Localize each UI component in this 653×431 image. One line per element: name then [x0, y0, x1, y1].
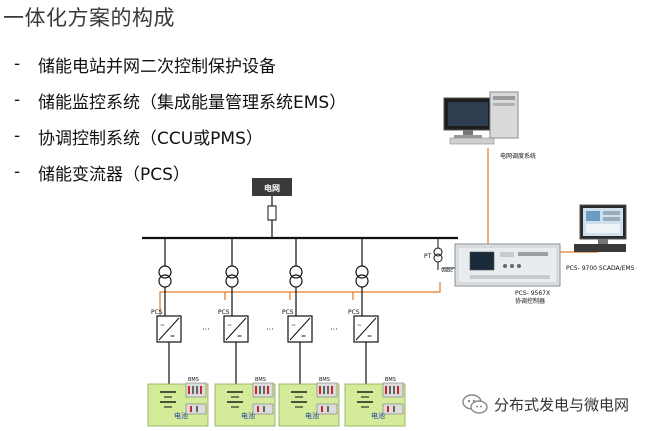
list-item: -储能变流器（PCS） [14, 154, 346, 190]
battery-label: 电池 [241, 411, 255, 420]
scada-label: PCS- 9700 SCADA/EMS [566, 265, 635, 272]
svg-text:~: ~ [357, 322, 362, 329]
svg-text:~: ~ [227, 322, 232, 329]
page-title: 一体化方案的构成 [3, 6, 175, 30]
branch-2: ~ = PCS 电池 BMS [214, 238, 276, 427]
ellipsis-1: ··· [202, 325, 210, 334]
bms-label: BMS [385, 377, 396, 383]
svg-text:~: ~ [160, 322, 165, 329]
list-item-text: 协调控制系统（CCU或PMS） [38, 128, 263, 149]
list-item: -储能电站并网二次控制保护设备 [14, 46, 346, 82]
coordinated-controller-device: PCS- 9567X 协调控制器 [454, 243, 561, 305]
svg-text:=: = [170, 333, 175, 340]
vabc-label: Vabc [441, 268, 453, 274]
grid-label: 电网 [264, 183, 280, 193]
controller-model-label: PCS- 9567X [515, 290, 550, 297]
wechat-icon [462, 394, 488, 414]
svg-text:=: = [301, 333, 306, 340]
battery-label: 电池 [305, 411, 319, 420]
pcs-label: PCS [218, 309, 230, 316]
dispatch-label: 电网调度系统 [500, 152, 536, 160]
pcs-label: PCS [348, 309, 360, 316]
list-item: -储能监控系统（集成能量管理系统EMS） [14, 82, 346, 118]
bullet-marker: - [14, 54, 21, 74]
ellipsis-2: ··· [266, 325, 274, 334]
branch-1: ~ = PCS 电池 BMS [147, 238, 209, 427]
svg-text:=: = [367, 333, 372, 340]
scada-workstation-icon: PCS- 9700 SCADA/EMS [566, 204, 635, 272]
bms-label: BMS [319, 377, 330, 383]
svg-text:~: ~ [291, 322, 296, 329]
svg-text:=: = [237, 333, 242, 340]
list-item-text: 储能变流器（PCS） [38, 164, 190, 185]
battery-label: 电池 [174, 411, 188, 420]
grid-source: 电网 [252, 178, 292, 238]
dispatch-computer-icon: 电网调度系统 [443, 91, 536, 160]
pcs-label: PCS [282, 309, 294, 316]
pt-label: PT [424, 253, 432, 260]
bullet-marker: - [14, 126, 21, 146]
bullet-marker: - [14, 90, 21, 110]
pcs-label: PCS [151, 309, 163, 316]
list-item: -协调控制系统（CCU或PMS） [14, 118, 346, 154]
component-list: -储能电站并网二次控制保护设备 -储能监控系统（集成能量管理系统EMS） -协调… [14, 46, 346, 190]
list-item-text: 储能监控系统（集成能量管理系统EMS） [38, 92, 347, 113]
battery-label: 电池 [371, 411, 385, 420]
bms-label: BMS [188, 377, 199, 383]
ellipsis-3: ··· [330, 325, 338, 334]
list-item-text: 储能电站并网二次控制保护设备 [38, 56, 276, 77]
controller-name-label: 协调控制器 [515, 297, 545, 305]
watermark: 分布式发电与微电网 [462, 393, 629, 415]
pt-transformer: PT Vabc [424, 238, 453, 274]
branch-4: ~ = PCS 电池 BMS [344, 238, 406, 427]
branch-3: ~ = PCS 电池 BMS [278, 238, 340, 427]
watermark-text: 分布式发电与微电网 [494, 395, 630, 414]
bms-label: BMS [255, 377, 266, 383]
bullet-marker: - [14, 162, 21, 182]
